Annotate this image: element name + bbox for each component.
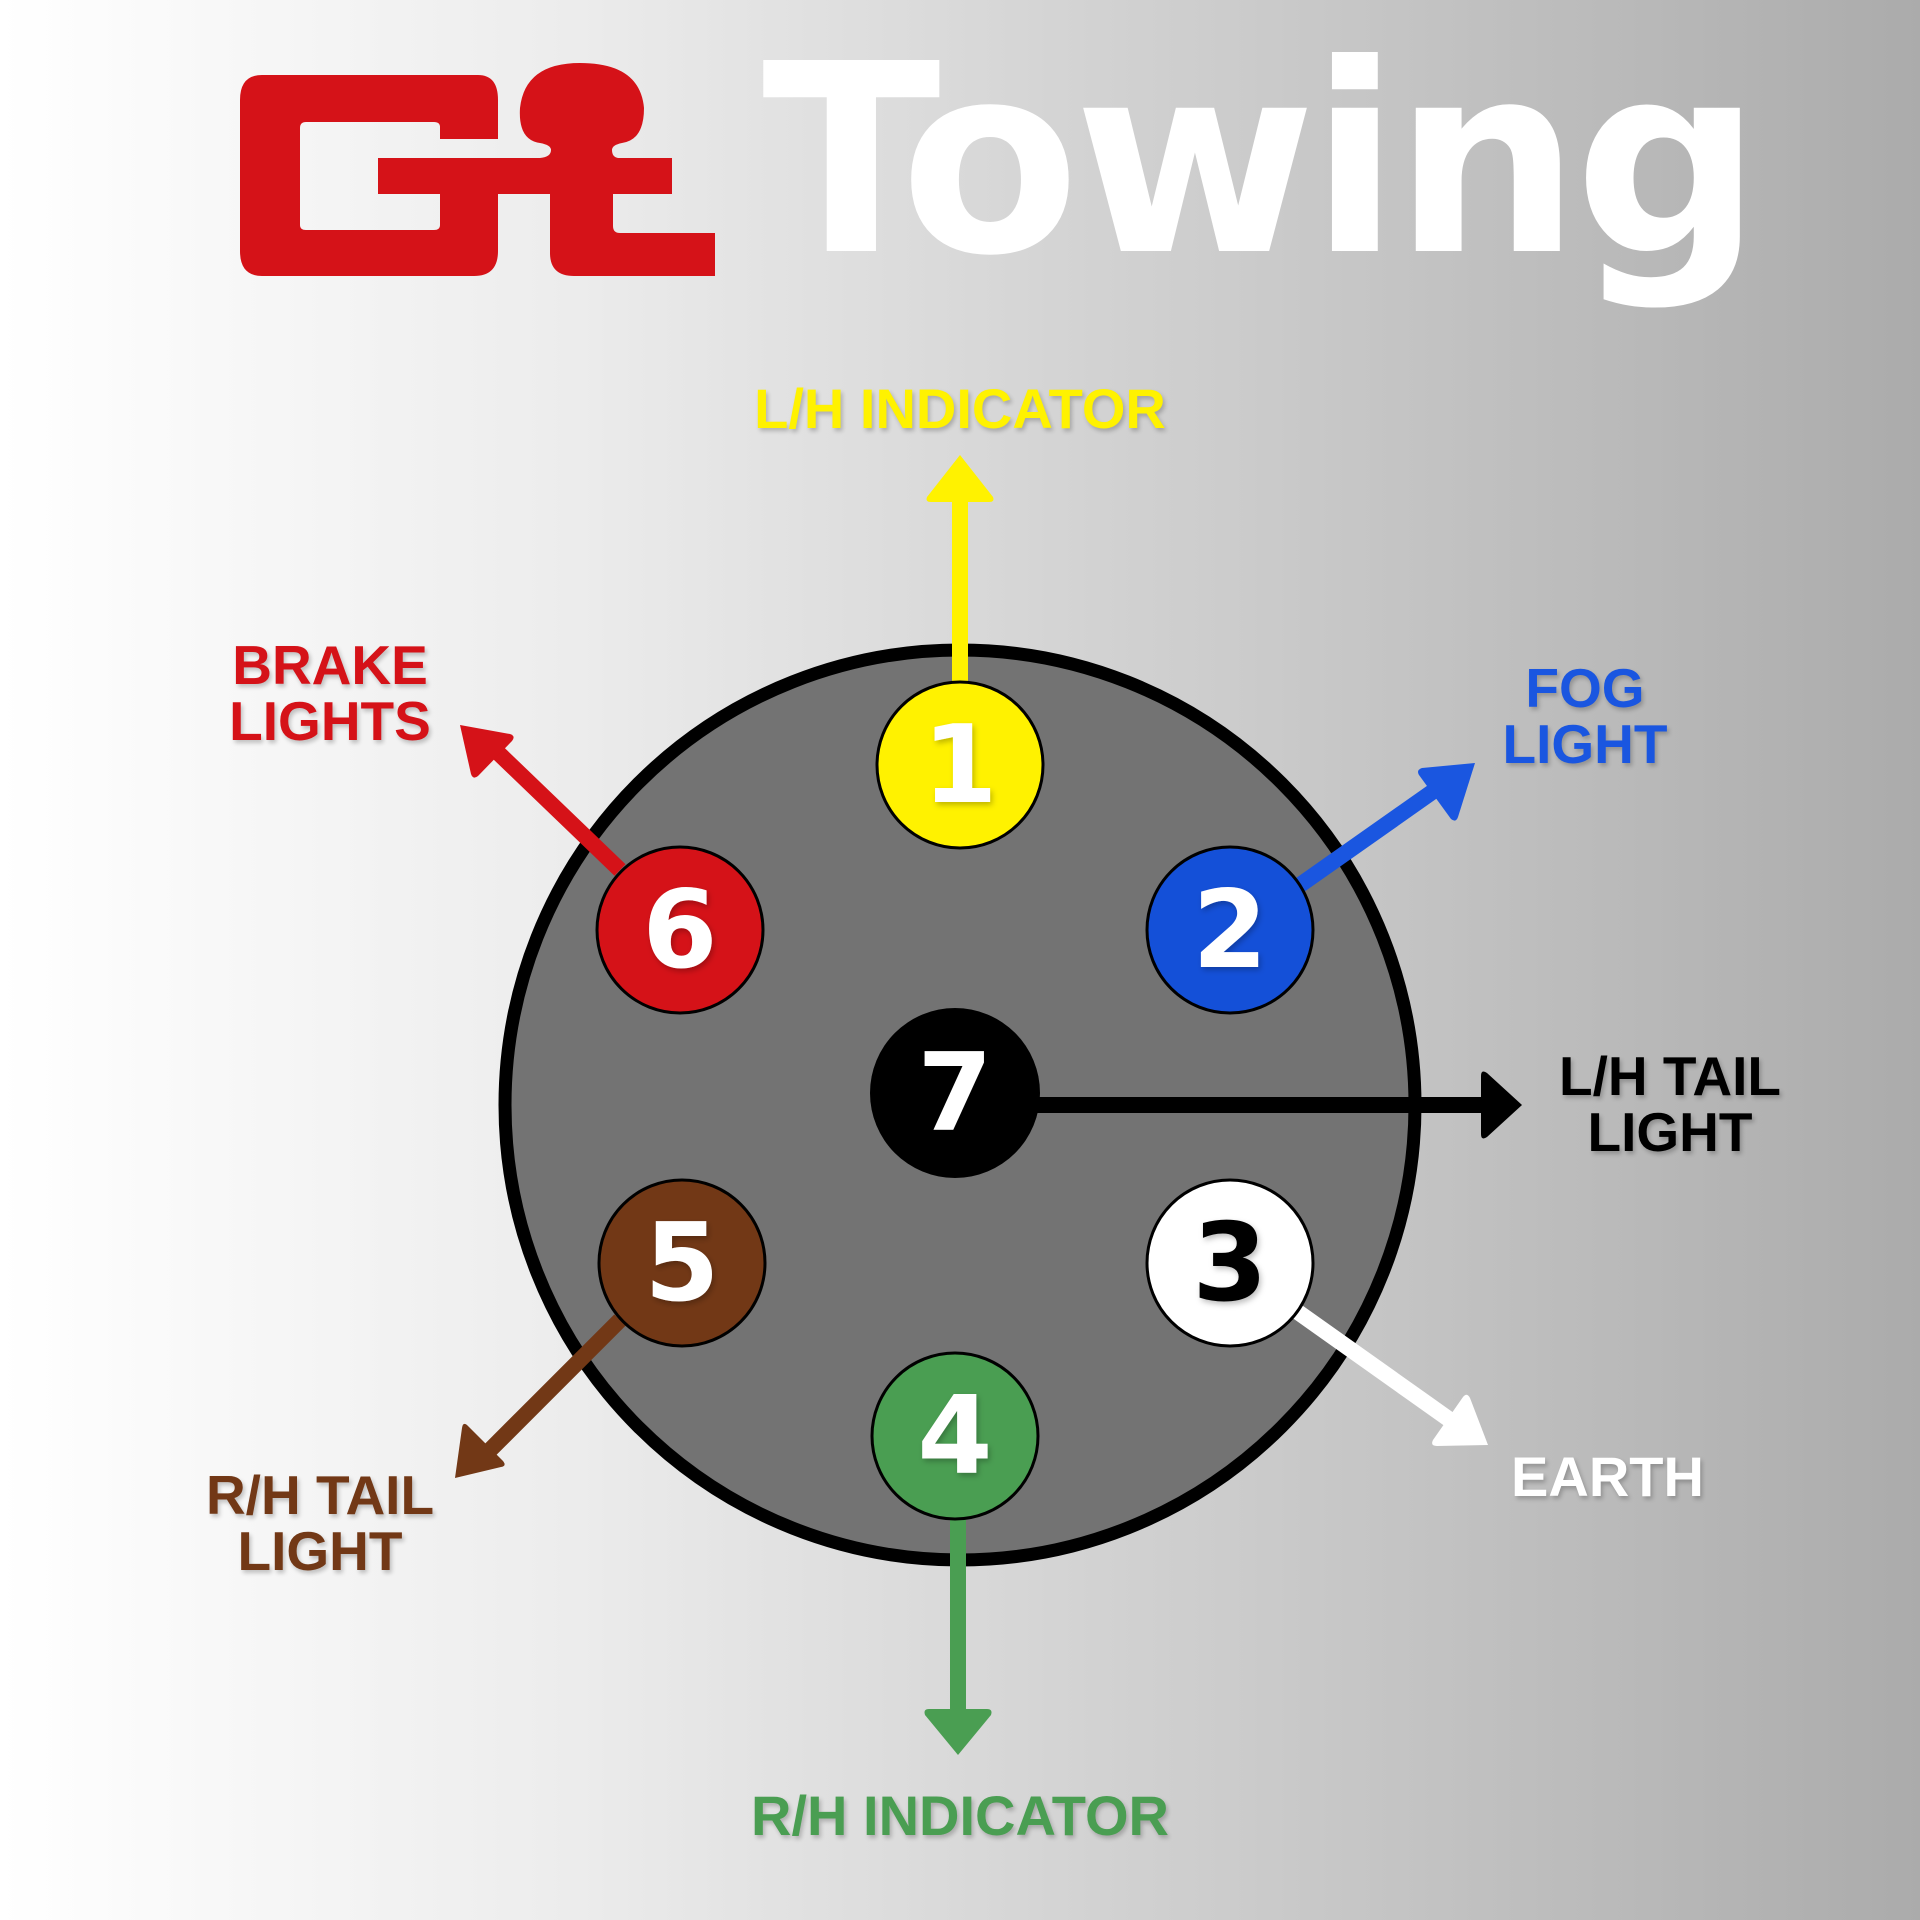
label-rh-tail-line1: R/H TAIL — [205, 1464, 435, 1526]
label-fog-line2: LIGHT — [1502, 713, 1668, 776]
wires — [455, 455, 1522, 1755]
arrowhead-5-icon — [455, 1423, 505, 1478]
label-lh-tail-light: L/H TAIL LIGHT — [1545, 1048, 1795, 1160]
pin-5-number: 5 — [644, 1201, 719, 1326]
arrowhead-6-icon — [460, 725, 514, 778]
logo-shapes — [240, 63, 715, 276]
pin-7: 7 — [870, 1008, 1040, 1178]
label-rh-tail-line2: LIGHT — [237, 1520, 403, 1583]
pin-3-number: 3 — [1192, 1201, 1267, 1326]
wire-2 — [1295, 783, 1440, 892]
wire-6 — [484, 739, 626, 876]
pin-1: 1 — [875, 680, 1045, 850]
pin-6-number: 6 — [642, 868, 717, 993]
label-lh-tail-line1: L/H TAIL — [1559, 1045, 1781, 1107]
arrowhead-2-icon — [1418, 763, 1475, 821]
label-fog-light: FOG LIGHT — [1480, 660, 1690, 772]
arrowhead-4-icon — [924, 1709, 992, 1755]
label-lh-indicator: L/H INDICATOR — [740, 380, 1180, 437]
pin-2: 2 — [1145, 845, 1315, 1015]
pin-2-number: 2 — [1192, 868, 1267, 993]
label-rh-indicator-text: R/H INDICATOR — [751, 1784, 1169, 1847]
arrowhead-1-icon — [926, 455, 994, 502]
label-rh-indicator: R/H INDICATOR — [730, 1787, 1190, 1844]
label-rh-tail-light: R/H TAIL LIGHT — [190, 1467, 450, 1579]
arrowhead-3-icon — [1432, 1394, 1488, 1446]
wire-3 — [1290, 1303, 1455, 1427]
label-earth: EARTH — [1500, 1448, 1715, 1505]
pin-1-number: 1 — [922, 703, 997, 828]
label-lh-tail-line2: LIGHT — [1587, 1101, 1753, 1164]
pin-7-number: 7 — [917, 1031, 992, 1156]
pin-4: 4 — [870, 1351, 1040, 1521]
pin-3: 3 — [1145, 1178, 1315, 1348]
label-brake-lights: BRAKE LIGHTS — [220, 637, 440, 749]
label-earth-text: EARTH — [1511, 1445, 1704, 1508]
pin-4-number: 4 — [917, 1374, 992, 1499]
label-lh-indicator-text: L/H INDICATOR — [754, 377, 1166, 440]
brand-wordmark: Towing — [762, 8, 1762, 313]
arrowhead-7-icon — [1481, 1071, 1522, 1139]
pin-6: 6 — [595, 845, 765, 1015]
label-fog-line1: FOG — [1525, 657, 1645, 719]
wire-5 — [479, 1314, 626, 1461]
label-brake-line2: LIGHTS — [229, 690, 431, 753]
label-brake-line1: BRAKE — [232, 634, 428, 696]
pin-5: 5 — [597, 1178, 767, 1348]
